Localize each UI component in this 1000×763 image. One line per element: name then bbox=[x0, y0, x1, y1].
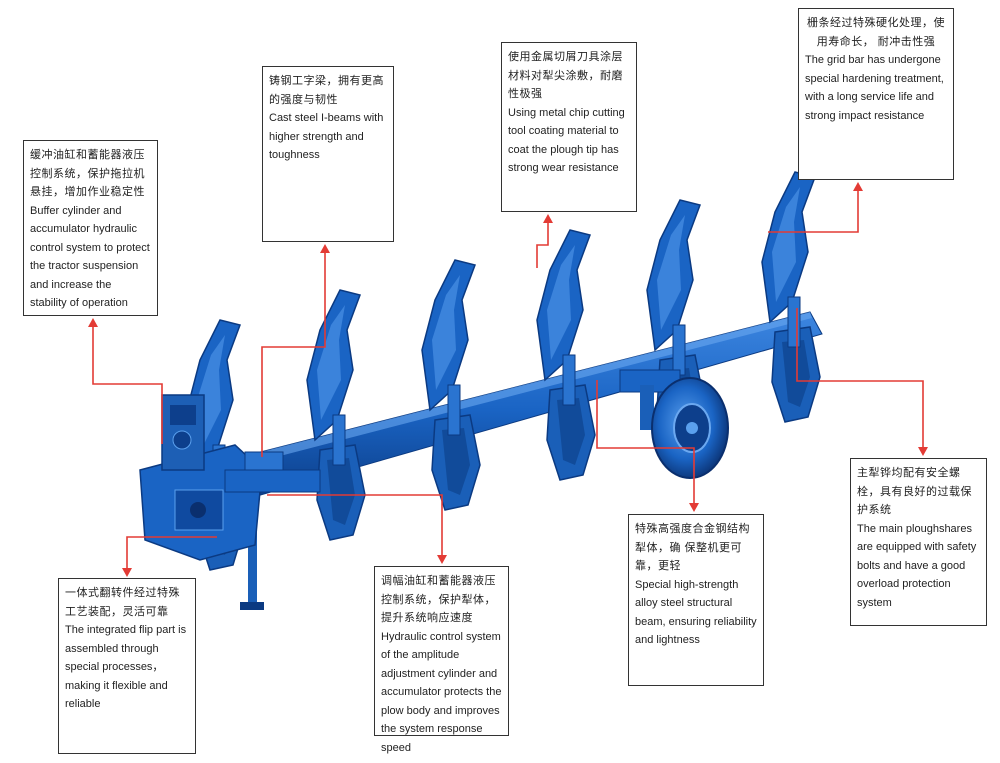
callout-text-cn: 主犁铧均配有安全螺栓，具有良好的过载保护系统 bbox=[857, 467, 972, 516]
plough-body bbox=[306, 289, 366, 541]
callout-text-cn: 特殊高强度合金钢结构犁体，确 保整机更可靠，更轻 bbox=[635, 523, 750, 572]
arrowhead-8 bbox=[122, 568, 132, 577]
callout-buffer-cylinder: 缓冲油缸和蓄能器液压控制系统，保护拖拉机悬挂，增加作业稳定性 Buffer cy… bbox=[23, 140, 158, 316]
callout-arrowheads bbox=[88, 182, 928, 577]
callout-text-cn: 使用金属切屑刀具涂层材料对犁尖涂敷，耐磨性极强 bbox=[508, 51, 623, 100]
callout-text-en: The integrated flip part is assembled th… bbox=[65, 624, 187, 710]
callout-text-en: Hydraulic control system of the amplitud… bbox=[381, 630, 502, 754]
callout-line-3 bbox=[536, 218, 549, 268]
plough-body bbox=[761, 171, 821, 423]
arrowhead-3 bbox=[543, 214, 553, 223]
arrowhead-1 bbox=[88, 318, 98, 327]
callout-plough-tip-coating: 使用金属切屑刀具涂层材料对犁尖涂敷，耐磨性极强 Using metal chip… bbox=[501, 42, 637, 212]
arrowhead-6 bbox=[689, 503, 699, 512]
arrowhead-5 bbox=[918, 447, 928, 456]
depth-wheel bbox=[619, 369, 729, 479]
callout-text-en: The grid bar has undergone special harde… bbox=[805, 54, 944, 122]
callout-text-cn: 栅条经过特殊硬化处理，使用寿命长， 耐冲击性强 bbox=[807, 17, 945, 48]
callout-text-cn: 铸钢工字梁，拥有更高的强度与韧性 bbox=[269, 75, 384, 106]
plough-body bbox=[536, 229, 596, 481]
callout-flip-part: 一体式翻转件经过特殊工艺装配，灵活可靠 The integrated flip … bbox=[58, 578, 196, 754]
callout-text-en: Using metal chip cutting tool coating ma… bbox=[508, 106, 625, 175]
callout-amplitude-cylinder: 调幅油缸和蓄能器液压控制系统，保护犁体，提升系统响应速度 Hydraulic c… bbox=[374, 566, 509, 754]
plough-body bbox=[421, 259, 481, 511]
arrowhead-7 bbox=[437, 555, 447, 564]
callout-alloy-steel-body: 特殊高强度合金钢结构犁体，确 保整机更可靠，更轻 Special high-st… bbox=[628, 514, 764, 686]
callout-text-cn: 缓冲油缸和蓄能器液压控制系统，保护拖拉机悬挂，增加作业稳定性 bbox=[30, 149, 145, 198]
arrowhead-2 bbox=[320, 244, 330, 253]
callout-grid-bar: 栅条经过特殊硬化处理，使用寿命长， 耐冲击性强 The grid bar has… bbox=[798, 8, 954, 180]
callout-text-en: Cast steel I-beams with higher strength … bbox=[269, 112, 384, 161]
callout-text-en: Special high-strength alloy steel struct… bbox=[635, 578, 757, 647]
callout-line-7 bbox=[267, 494, 443, 560]
callout-lines bbox=[92, 186, 924, 573]
callout-safety-bolts: 主犁铧均配有安全螺栓，具有良好的过载保护系统 The main ploughsh… bbox=[850, 458, 987, 626]
callout-line-4 bbox=[768, 186, 859, 233]
headstock-assembly bbox=[139, 394, 321, 561]
callout-text-cn: 一体式翻转件经过特殊工艺装配，灵活可靠 bbox=[65, 587, 180, 618]
callout-line-5 bbox=[796, 308, 924, 452]
arrowhead-4 bbox=[853, 182, 863, 191]
support-leg bbox=[240, 490, 264, 610]
callout-cast-steel-beam: 铸钢工字梁，拥有更高的强度与韧性 Cast steel I-beams with… bbox=[262, 66, 394, 242]
callout-line-1 bbox=[92, 322, 163, 444]
callout-line-2 bbox=[261, 248, 326, 457]
callout-text-en: Buffer cylinder and accumulator hydrauli… bbox=[30, 204, 150, 310]
callout-line-6 bbox=[596, 380, 695, 508]
callout-text-cn: 调幅油缸和蓄能器液压控制系统，保护犁体，提升系统响应速度 bbox=[381, 575, 496, 624]
callout-line-8 bbox=[126, 536, 217, 573]
callout-text-en: The main ploughshares are equipped with … bbox=[857, 522, 977, 609]
